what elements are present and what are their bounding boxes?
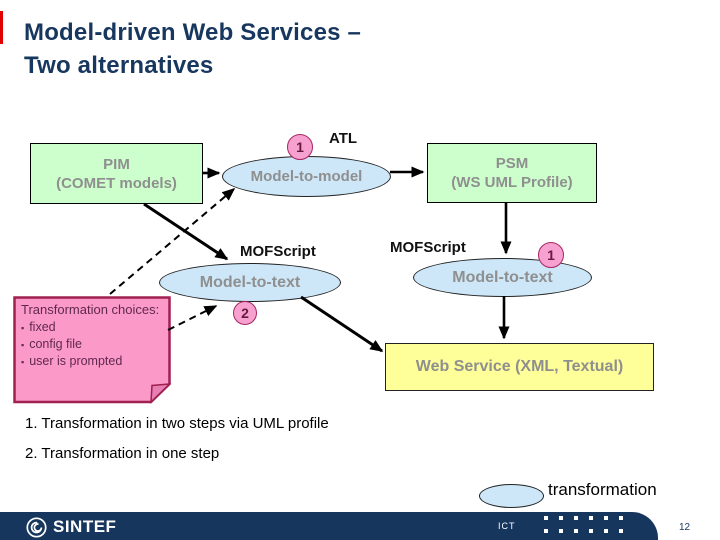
web-service-box: Web Service (XML, Textual) (385, 343, 654, 391)
sintef-logo-text: SINTEF (53, 517, 117, 536)
sintef-logo: SINTEF (26, 516, 146, 538)
arrow-model-to-text-to-web-service-left (300, 295, 384, 353)
folded-corner-icon (150, 383, 171, 404)
folded-note-shape (13, 296, 171, 404)
transformation-choices-note: Transformation choices: ▪ fixed ▪ config… (13, 296, 171, 404)
slide-title-line2: Two alternatives (24, 52, 214, 79)
footer-department-label: ICT (498, 521, 516, 531)
footer-band (0, 512, 658, 540)
note-text: Transformation choices: ▪ fixed ▪ config… (21, 302, 165, 370)
model-to-text-right-ellipse: Model-to-text (413, 258, 592, 297)
footer-dots-pattern (544, 516, 626, 535)
note-bullet-1: ▪ fixed (21, 319, 165, 336)
model-to-model-ellipse: Model-to-model (222, 156, 391, 197)
mofscript-left-label: MOFScript (240, 243, 316, 260)
square-bullet-icon: ▪ (21, 323, 25, 333)
psm-box: PSM (WS UML Profile) (427, 143, 597, 203)
dashed-arrow-choices-to-model-to-text (167, 305, 218, 331)
square-bullet-icon: ▪ (21, 357, 25, 367)
legend-transformation-ellipse-icon (479, 484, 544, 508)
slide-title: Model-driven Web Services – Two alternat… (24, 16, 624, 82)
note-title: Transformation choices: (21, 302, 160, 317)
pim-box-line1: PIM (103, 155, 130, 173)
note-bullet-1-label: fixed (29, 320, 56, 334)
arrow-pim-to-model-to-text (143, 202, 229, 261)
red-edge-mark (0, 11, 3, 44)
pim-box: PIM (COMET models) (30, 143, 203, 204)
step-badge-2: 2 (233, 301, 257, 325)
atl-label: ATL (329, 130, 358, 147)
step-badge-1-right: 1 (538, 242, 564, 268)
model-to-model-label: Model-to-model (250, 168, 363, 185)
note-bullet-3: ▪ user is prompted (21, 353, 165, 370)
note-bullet-2-label: config file (29, 337, 83, 351)
summary-item-1: 1. Transformation in two steps via UML p… (25, 415, 329, 432)
slide-title-line1: Model-driven Web Services – (24, 19, 362, 46)
step-badge-1-left: 1 (287, 134, 313, 160)
square-bullet-icon: ▪ (21, 340, 25, 350)
psm-box-line2: (WS UML Profile) (451, 174, 573, 191)
pim-box-line2: (COMET models) (56, 174, 177, 192)
summary-item-2: 2. Transformation in one step (25, 445, 220, 462)
note-bullet-2: ▪ config file (21, 336, 165, 353)
model-to-text-right-label: Model-to-text (452, 268, 553, 286)
page-number: 12 (679, 522, 691, 533)
note-bullet-3-label: user is prompted (29, 354, 123, 368)
mofscript-right-label: MOFScript (390, 239, 466, 256)
model-to-text-left-ellipse: Model-to-text (159, 263, 341, 302)
web-service-label: Web Service (XML, Textual) (415, 358, 624, 375)
psm-box-line1: PSM (495, 155, 529, 172)
sintef-swirl-icon (26, 516, 47, 538)
legend-label: transformation (548, 480, 657, 499)
model-to-text-left-label: Model-to-text (199, 273, 301, 291)
